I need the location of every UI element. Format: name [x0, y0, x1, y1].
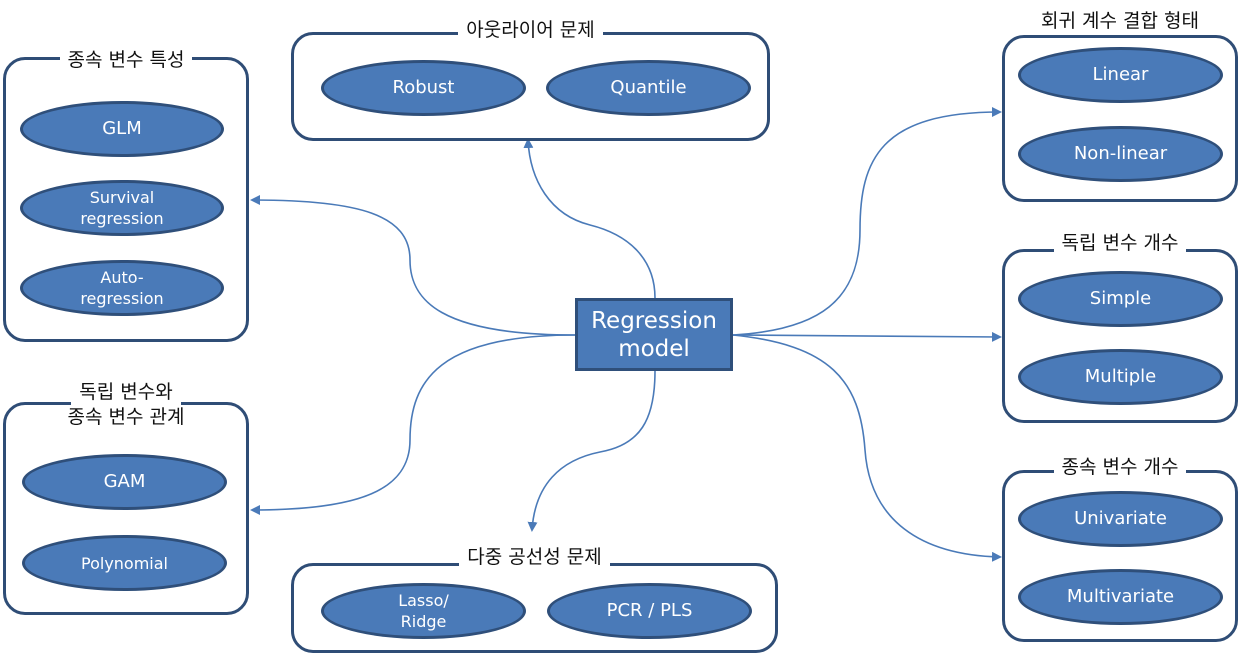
group-title-relation-line1: 독립 변수와 [71, 380, 181, 405]
node-quantile: Quantile [546, 60, 751, 116]
node-non-linear: Non-linear [1018, 126, 1223, 182]
arrow-to-indep-count [732, 331, 1002, 342]
group-title-dependent-count: 종속 변수 개수 [1002, 456, 1238, 478]
node-univariate: Univariate [1018, 491, 1223, 547]
node-linear: Linear [1018, 47, 1223, 103]
arrow-to-multicollinearity [527, 370, 656, 532]
node-simple: Simple [1018, 271, 1223, 327]
center-node-regression-model: Regression model [575, 298, 733, 371]
arrow-to-relation [250, 334, 576, 515]
arrow-to-dependent-char [250, 195, 576, 336]
group-title-independent-count: 독립 변수 개수 [1002, 232, 1238, 254]
node-lasso-ridge: Lasso/ Ridge [321, 583, 526, 639]
arrow-to-coef-form [732, 107, 1002, 336]
group-title-relation-line2: 종속 변수 관계 [59, 405, 193, 430]
node-survival-regression: Survival regression [20, 180, 224, 236]
node-pcr-pls: PCR / PLS [547, 583, 752, 639]
arrow-to-outlier [523, 138, 656, 299]
group-title-coefficient-form: 회귀 계수 결합 형태 [1002, 10, 1238, 32]
group-title-multicollinearity: 다중 공선성 문제 [291, 546, 778, 568]
node-polynomial: Polynomial [22, 535, 227, 591]
arrow-to-dep-count [732, 334, 1002, 562]
node-robust: Robust [321, 60, 526, 116]
node-gam: GAM [22, 454, 227, 510]
group-title-outlier-problem: 아웃라이어 문제 [291, 19, 770, 41]
node-glm: GLM [20, 101, 224, 157]
group-title-dependent-characteristics: 종속 변수 특성 [3, 49, 249, 71]
node-auto-regression: Auto- regression [20, 260, 224, 316]
node-multiple: Multiple [1018, 349, 1223, 405]
node-multivariate: Multivariate [1018, 569, 1223, 625]
group-title-relation: 독립 변수와 종속 변수 관계 [3, 380, 249, 430]
